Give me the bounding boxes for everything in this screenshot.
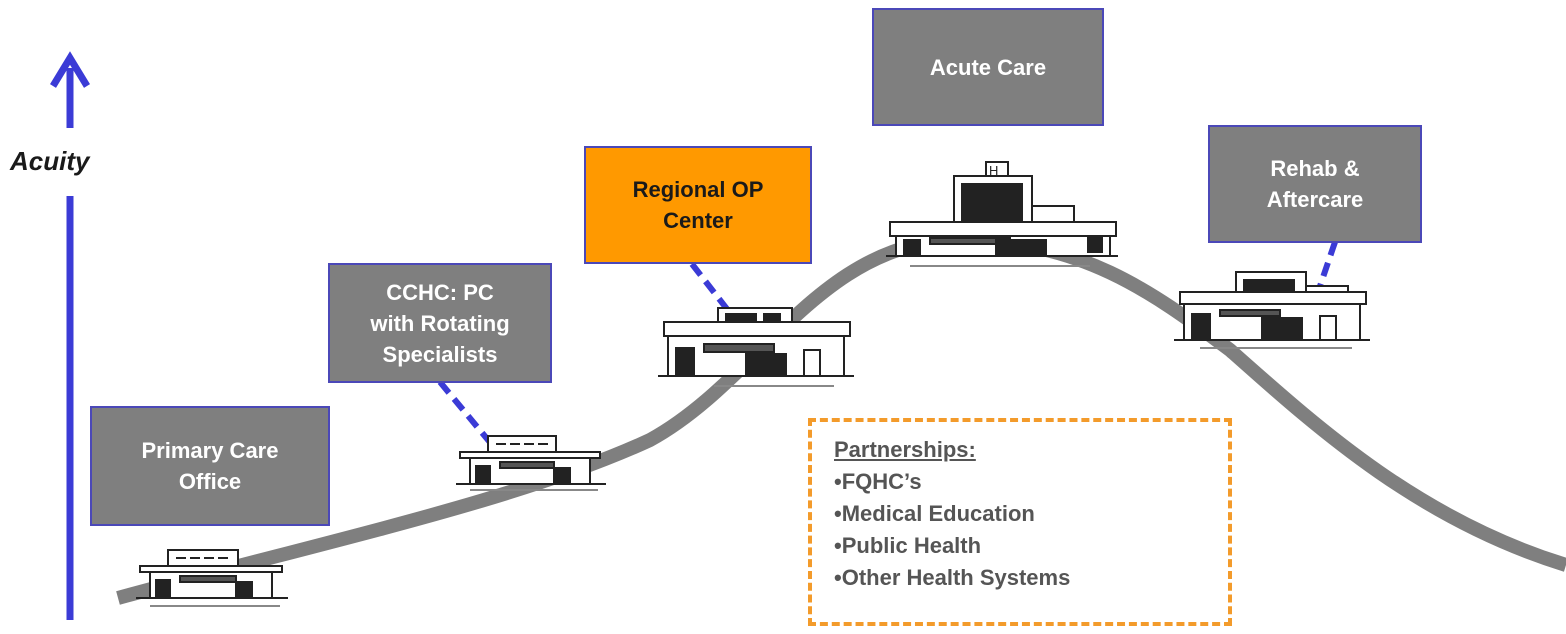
clinic-building-icon — [456, 435, 606, 491]
clinic-building-icon — [658, 307, 854, 387]
acute-care-box: Acute Care — [872, 8, 1104, 126]
cchc-box: CCHC: PC with Rotating Specialists — [328, 263, 552, 383]
partnership-item: •Medical Education — [834, 501, 1035, 526]
partnership-item: •FQHC’s — [834, 469, 922, 494]
partnerships-heading: Partnerships: — [834, 437, 976, 462]
clinic-building-icon — [1174, 271, 1370, 349]
partnership-item: •Other Health Systems — [834, 565, 1071, 590]
acuity-axis-label: Acuity — [10, 146, 90, 176]
partnership-item: •Public Health — [834, 533, 982, 558]
rehab-aftercare-box: Rehab & Aftercare — [1208, 125, 1422, 243]
regional-op-center-box: Regional OP Center — [584, 146, 812, 264]
primary-care-office-box: Primary Care Office — [90, 406, 330, 526]
hospital-building-icon: H — [886, 161, 1118, 267]
clinic-building-icon — [136, 549, 288, 607]
partnerships-box: Partnerships: •FQHC’s •Medical Education… — [808, 418, 1232, 626]
acuity-arrowhead-icon — [50, 51, 90, 88]
rehab-connector — [1315, 241, 1338, 293]
svg-text:H: H — [989, 163, 998, 178]
